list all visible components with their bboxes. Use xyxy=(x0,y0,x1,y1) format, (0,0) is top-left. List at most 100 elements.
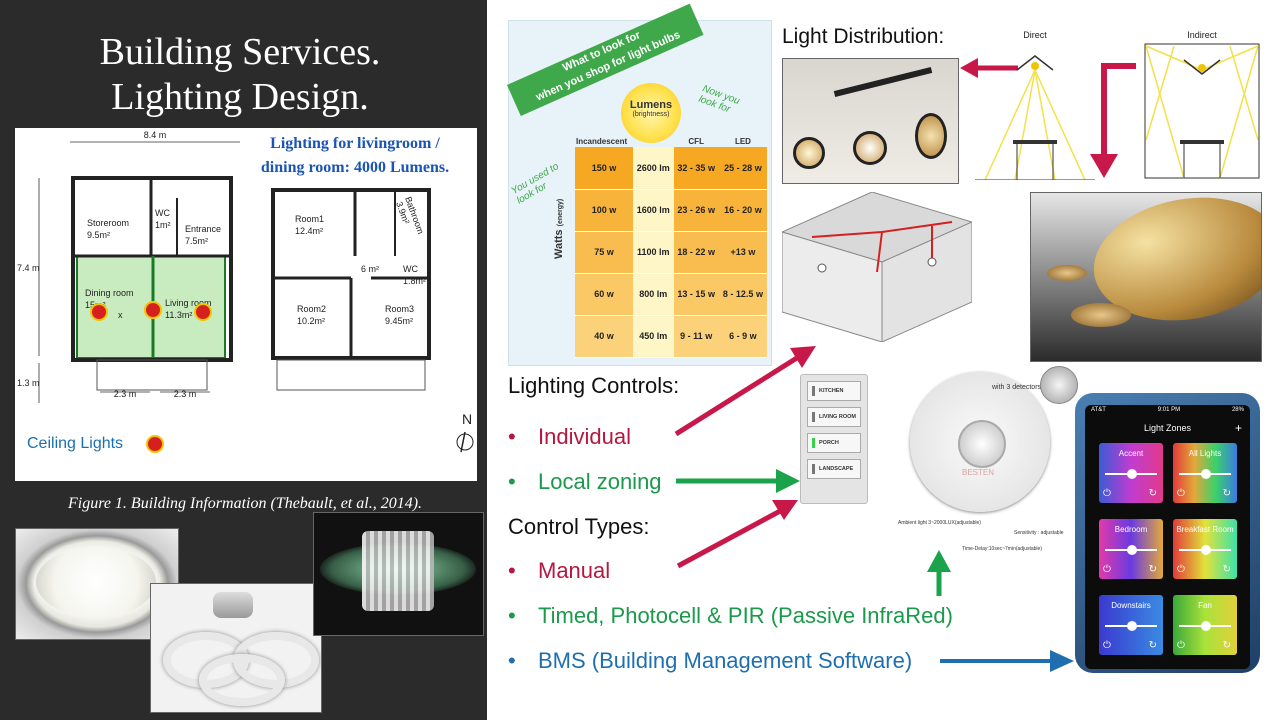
room-dining: Dining room xyxy=(85,288,134,298)
slider-knob[interactable] xyxy=(1127,545,1137,555)
lumens-cell: 1600 lm xyxy=(633,189,674,232)
types-heading: Control Types: xyxy=(508,514,650,539)
room-room3-area: 9.45m² xyxy=(385,316,413,326)
sensor-ambient-label: Ambient light 3~2000LUX(adjustable) xyxy=(898,520,981,526)
wiring-diagram xyxy=(780,191,974,343)
switch-button[interactable]: KITCHEN xyxy=(807,381,861,401)
crystal-chandelier-photo xyxy=(313,512,484,636)
power-icon[interactable]: ⏻ xyxy=(1177,564,1185,575)
switch-led-icon xyxy=(812,386,815,396)
type-item-label: Timed, Photocell & PIR (Passive InfraRed… xyxy=(538,603,953,628)
cfl-cell: 32 - 35 w xyxy=(673,147,719,190)
cfl-cell: 18 - 22 w xyxy=(673,231,719,274)
bullet-icon: • xyxy=(508,558,516,583)
zone-label: All Lights xyxy=(1188,449,1222,458)
title-line-2: Lighting Design. xyxy=(111,76,369,118)
zone-tile[interactable]: Breakfast Room⏻↻ xyxy=(1173,519,1237,579)
room-room1: Room1 xyxy=(295,214,324,224)
zone-tile[interactable]: Downstairs⏻↻ xyxy=(1099,595,1163,655)
add-zone-icon[interactable]: + xyxy=(1234,421,1242,435)
switch-button[interactable]: LANDSCAPE xyxy=(807,459,861,479)
refresh-icon[interactable]: ↻ xyxy=(1148,640,1157,651)
power-icon[interactable]: ⏻ xyxy=(1103,640,1111,651)
cfl-cell: 9 - 11 w xyxy=(673,315,719,358)
pendant-lamp-photo xyxy=(1030,192,1262,362)
zone-brightness-slider[interactable] xyxy=(1179,545,1231,555)
slider-knob[interactable] xyxy=(1201,545,1211,555)
slider-knob[interactable] xyxy=(1201,469,1211,479)
room-living: Living room xyxy=(165,298,212,308)
floor-plan-image: Lighting for livingroom / dining room: 4… xyxy=(15,128,477,481)
watts-sub: (energy) xyxy=(557,198,564,227)
lumens-sub: (brightness) xyxy=(632,111,670,118)
switch-led-icon xyxy=(812,438,815,448)
phone-carrier: AT&T xyxy=(1091,407,1106,413)
room-wc1-area: 1m² xyxy=(155,220,171,230)
phone-app-title: Light Zones xyxy=(1143,423,1192,433)
motion-sensor: BESTEN with 3 detectors Ambient light 3~… xyxy=(898,362,1078,562)
lumens-cell: 800 lm xyxy=(633,273,674,316)
refresh-icon[interactable]: ↻ xyxy=(1222,564,1231,575)
direct-label: Direct xyxy=(1023,30,1047,40)
slider-knob[interactable] xyxy=(1127,469,1137,479)
controls-heading: Lighting Controls: xyxy=(508,373,680,398)
bullet-icon: • xyxy=(508,424,516,449)
power-icon[interactable]: ⏻ xyxy=(1177,640,1185,651)
col-cfl: CFL xyxy=(688,136,704,146)
spotlight-fixture-photo xyxy=(782,58,959,184)
sensor-brand: BESTEN xyxy=(962,468,995,477)
room-storeroom: Storeroom xyxy=(87,218,129,228)
zone-brightness-slider[interactable] xyxy=(1105,545,1157,555)
direct-diagram: Direct xyxy=(975,30,1095,181)
room-room2: Room2 xyxy=(297,304,326,314)
switch-button-label: PORCH xyxy=(819,440,839,446)
switch-led-icon xyxy=(812,464,815,474)
control-item-label: Individual xyxy=(538,424,631,449)
refresh-icon[interactable]: ↻ xyxy=(1222,488,1231,499)
zone-tile[interactable]: Accent⏻↻ xyxy=(1099,443,1163,503)
switch-button-label: KITCHEN xyxy=(819,388,844,394)
dim-height: 7.4 m xyxy=(17,263,40,273)
zone-tile[interactable]: Bedroom ⏻ ↻ xyxy=(1099,519,1163,579)
ceiling-light-3 xyxy=(194,303,212,321)
sensor-detector-inset xyxy=(1040,366,1078,404)
indirect-label: Indirect xyxy=(1187,30,1217,40)
type-item-label: Manual xyxy=(538,558,611,583)
arrow-manual-to-switch xyxy=(676,500,798,569)
arrow-down-to-pendant xyxy=(1090,63,1136,178)
slider-knob[interactable] xyxy=(1127,621,1137,631)
zone-brightness-slider[interactable] xyxy=(1105,469,1157,479)
zone-label: Fan xyxy=(1198,601,1212,610)
power-icon[interactable]: ⏻ xyxy=(1177,488,1185,499)
power-icon[interactable]: ⏻ xyxy=(1103,564,1111,575)
room-landing-area: 6 m² xyxy=(361,264,379,274)
zone-brightness-slider[interactable] xyxy=(1105,621,1157,631)
room-storeroom-area: 9.5m² xyxy=(87,230,110,240)
incandescent-cell: 150 w xyxy=(575,147,634,190)
arrow-timed-to-sensor xyxy=(927,550,951,596)
zone-brightness-slider[interactable] xyxy=(1179,469,1231,479)
phone-screen: AT&T 9:01 PM 28% Light Zones + Accent⏻↻A… xyxy=(1085,405,1250,669)
led-cell: 16 - 20 w xyxy=(718,189,767,232)
legend-label: Ceiling Lights xyxy=(27,435,123,452)
refresh-icon[interactable]: ↻ xyxy=(1222,640,1231,651)
refresh-icon[interactable]: ↻ xyxy=(1148,564,1157,575)
slider-knob[interactable] xyxy=(1201,621,1211,631)
zone-tile[interactable]: Fan ⏻ ↻ xyxy=(1173,595,1237,655)
led-cell: 6 - 9 w xyxy=(718,315,767,358)
room-room1-area: 12.4m² xyxy=(295,226,323,236)
power-icon[interactable]: ⏻ xyxy=(1103,488,1111,499)
zone-label: Bedroom xyxy=(1114,525,1148,534)
room-wc2: WC xyxy=(403,264,418,274)
lumens-sun-icon: Lumens (brightness) xyxy=(621,83,681,143)
type-item-label: BMS (Building Management Software) xyxy=(538,648,913,673)
switch-button[interactable]: PORCH xyxy=(807,433,861,453)
type-item-timed: •Timed, Photocell & PIR (Passive InfraRe… xyxy=(508,603,953,629)
room-wc1: WC xyxy=(155,208,170,218)
zone-brightness-slider[interactable] xyxy=(1179,621,1231,631)
zone-tile[interactable]: All Lights ⏻ ↻ xyxy=(1173,443,1237,503)
switch-button[interactable]: LIVING ROOM xyxy=(807,407,861,427)
refresh-icon[interactable]: ↻ xyxy=(1148,488,1157,499)
